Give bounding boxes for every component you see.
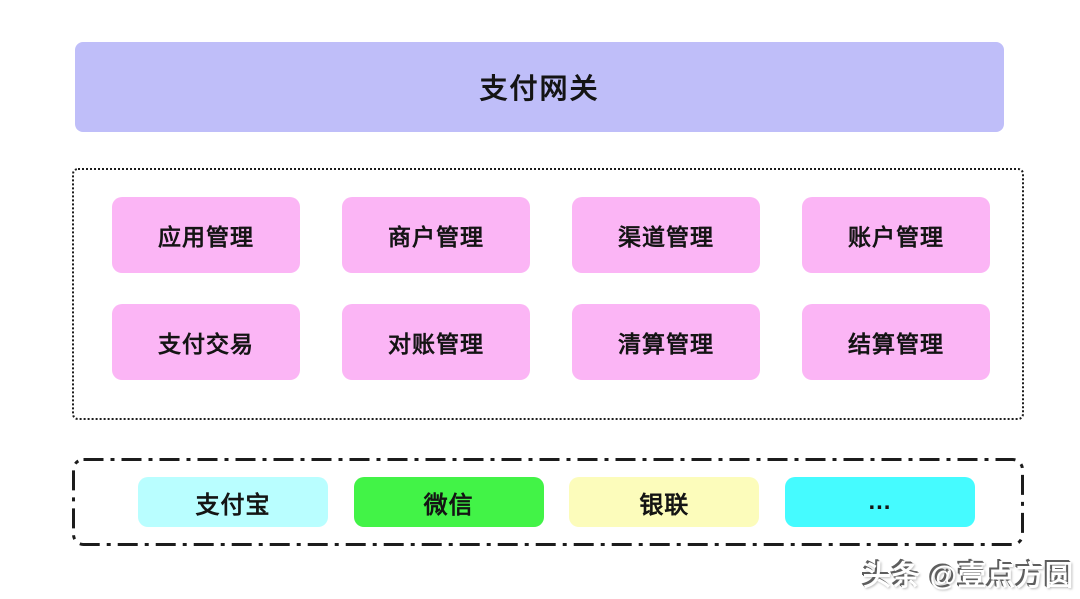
gateway-banner-label: 支付网关 xyxy=(479,73,600,104)
module-box-clearing-management: 清算管理 xyxy=(572,304,760,380)
channel-box-wechat: 微信 xyxy=(353,477,544,527)
channel-box-unionpay: 银联 xyxy=(569,477,760,527)
module-box-reconciliation-management: 对账管理 xyxy=(342,304,530,380)
module-box-settlement-management: 结算管理 xyxy=(802,304,990,380)
modules-container: 应用管理 商户管理 渠道管理 账户管理 支付交易 对账管理 清算管理 结算管理 xyxy=(72,168,1024,420)
watermark-text: 头条 @壹点方圆 xyxy=(862,560,1074,591)
module-box-app-management: 应用管理 xyxy=(112,197,300,273)
module-box-merchant-management: 商户管理 xyxy=(342,197,530,273)
module-box-payment-transaction: 支付交易 xyxy=(112,304,300,380)
channels-row: 支付宝 微信 银联 ... xyxy=(72,458,1024,546)
channels-container: 支付宝 微信 银联 ... xyxy=(72,458,1024,546)
module-box-channel-management: 渠道管理 xyxy=(572,197,760,273)
channel-box-alipay: 支付宝 xyxy=(138,477,328,527)
module-box-account-management: 账户管理 xyxy=(802,197,990,273)
channel-box-others: ... xyxy=(784,477,975,527)
gateway-banner: 支付网关 xyxy=(75,42,1004,132)
